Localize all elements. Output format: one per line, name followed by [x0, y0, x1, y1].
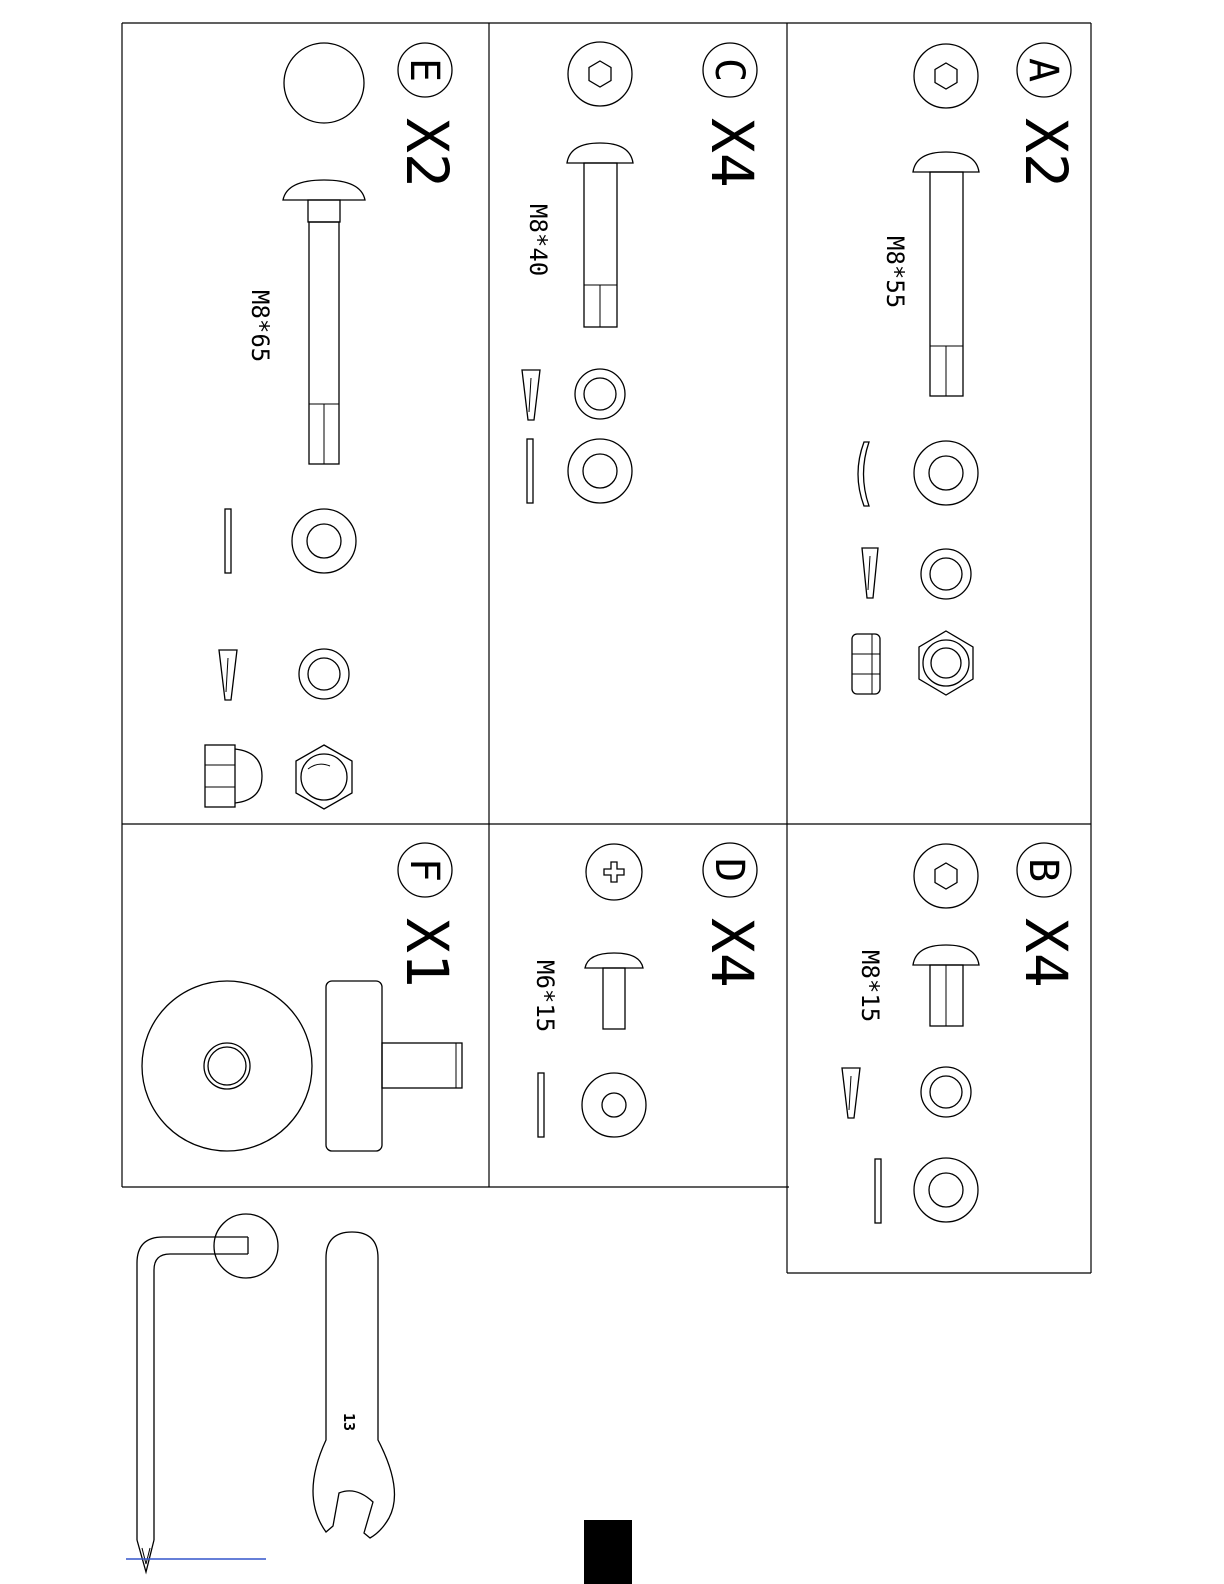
cap-nut-icon: [296, 745, 352, 809]
spring-washer-icon: [921, 549, 971, 599]
quantity-a: X2: [1012, 118, 1080, 188]
quantity-d: X4: [698, 918, 766, 988]
screw-size-d: M6*15: [531, 960, 559, 1032]
spring-washer-side-icon: [862, 548, 878, 598]
phillips-screw-head-icon: [586, 844, 642, 900]
button-head-bolt-icon: [567, 143, 633, 327]
spring-washer-side-icon: [219, 650, 237, 700]
flat-washer-side-icon: [538, 1073, 544, 1137]
knob-end-view-icon: [142, 981, 312, 1151]
knob-side-view-icon: [326, 981, 462, 1151]
part-letter-f: F: [401, 858, 447, 882]
panel-a: A X2 M8*55: [852, 43, 1080, 695]
panel-f: F X1: [142, 843, 462, 1151]
bolt-head-end-view-icon: [914, 844, 978, 908]
bolt-size-c: M8*40: [524, 204, 552, 276]
curved-washer-side-icon: [858, 442, 869, 506]
short-button-head-bolt-icon: [913, 945, 979, 1026]
bolt-size-b: M8*15: [856, 950, 884, 1022]
quantity-f: X1: [393, 918, 461, 988]
pan-head-screw-icon: [585, 953, 643, 1029]
flat-washer-side-icon: [875, 1159, 881, 1223]
quantity-b: X4: [1012, 918, 1080, 988]
spring-washer-icon: [299, 649, 349, 699]
quantity-c: X4: [698, 118, 766, 188]
flat-washer-icon: [292, 509, 356, 573]
panel-b: B X4 M8*15: [842, 843, 1080, 1223]
flat-washer-icon: [568, 439, 632, 503]
wrench-size-label: 13: [340, 1413, 358, 1431]
panel-c: C X4 M8*40: [522, 42, 766, 503]
bolt-head-end-view-icon: [914, 44, 978, 108]
bolt-size-a: M8*55: [881, 236, 909, 308]
flat-washer-side-icon: [527, 439, 533, 503]
part-letter-a: A: [1020, 58, 1066, 82]
panel-d: D X4 M6*15: [531, 843, 766, 1137]
page-marker-block: [584, 1520, 632, 1584]
lock-nut-icon: [919, 631, 973, 695]
allen-key-icon: [137, 1214, 278, 1572]
part-letter-d: D: [706, 858, 752, 882]
spring-washer-side-icon: [842, 1068, 860, 1118]
bolt-size-e: M8*65: [246, 290, 274, 362]
part-letter-b: B: [1020, 858, 1066, 882]
flat-washer-icon: [582, 1073, 646, 1137]
spring-washer-icon: [575, 369, 625, 419]
quantity-e: X2: [393, 118, 461, 188]
carriage-bolt-icon: [283, 180, 365, 464]
cap-nut-side-icon: [205, 745, 262, 807]
flat-washer-icon: [914, 441, 978, 505]
spring-washer-icon: [921, 1067, 971, 1117]
panel-e: E X2 M8*65: [205, 43, 461, 809]
button-head-bolt-icon: [913, 152, 979, 396]
part-letter-c: C: [706, 58, 752, 82]
spring-washer-side-icon: [522, 370, 540, 420]
flat-washer-side-icon: [225, 509, 231, 573]
lock-nut-side-icon: [852, 634, 880, 694]
bolt-head-end-view-icon: [568, 42, 632, 106]
part-letter-e: E: [401, 58, 447, 82]
flat-washer-icon: [914, 1158, 978, 1222]
carriage-bolt-head-end-view-icon: [284, 43, 364, 123]
wrench-icon: 13: [313, 1232, 394, 1538]
